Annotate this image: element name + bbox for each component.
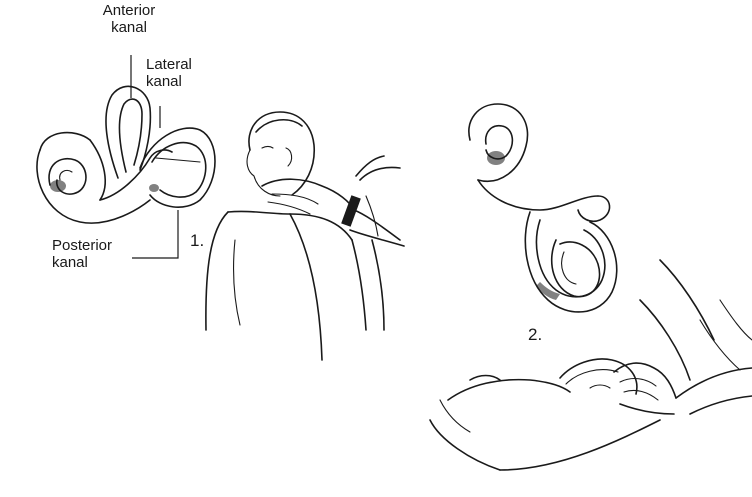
anterior-label-line2: kanal	[92, 19, 166, 36]
posterior-label-line2: kanal	[52, 254, 112, 271]
patient-lying	[430, 260, 752, 470]
lateral-canal-label: Lateral kanal	[146, 56, 192, 90]
labyrinth-2	[469, 104, 617, 312]
anterior-canal-label: Anterior kanal	[92, 2, 166, 36]
posterior-canal-label: Posterior kanal	[52, 237, 112, 271]
anterior-label-line1: Anterior	[92, 2, 166, 19]
lateral-label-line2: kanal	[146, 73, 192, 90]
posterior-canal-mark-1	[149, 184, 159, 192]
patient-seated	[206, 112, 404, 360]
lateral-canal-1	[140, 128, 215, 207]
cochlea-1	[37, 133, 150, 224]
examiner-1	[356, 156, 384, 330]
step-1-label: 1.	[190, 232, 204, 249]
posterior-label-line1: Posterior	[52, 237, 112, 254]
lateral-label-line1: Lateral	[146, 56, 192, 73]
step-2-label: 2.	[528, 326, 542, 343]
